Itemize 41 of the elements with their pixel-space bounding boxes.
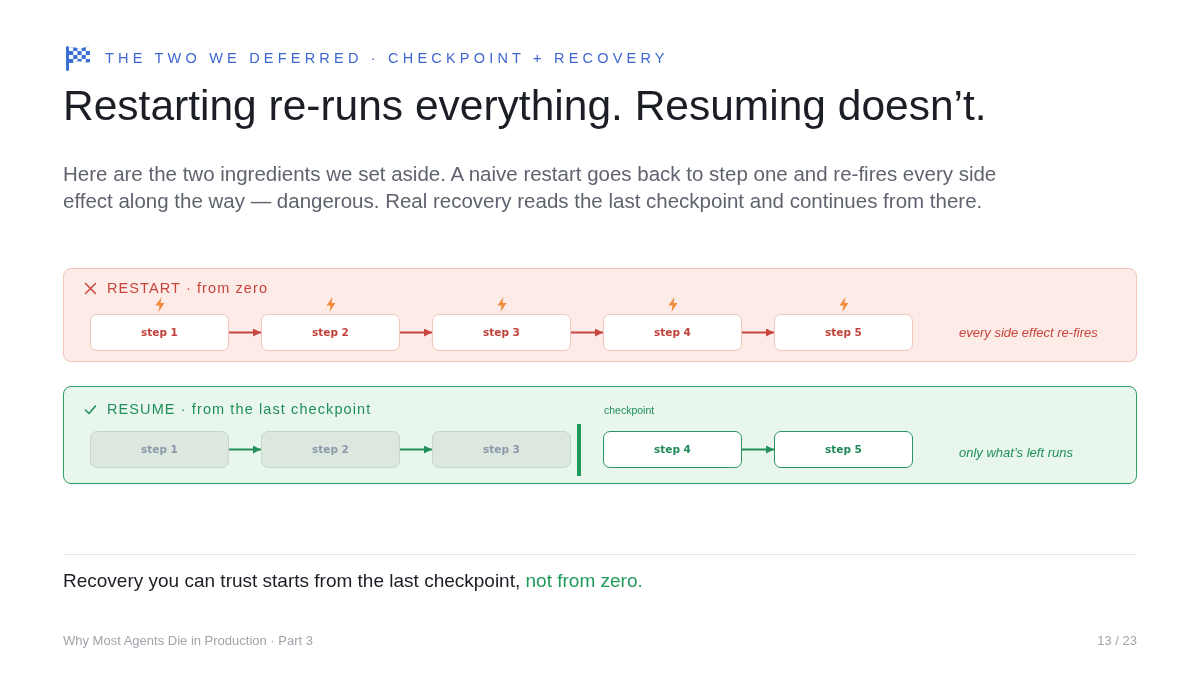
arrow [399,445,433,454]
step-label: step 2 [312,326,349,339]
resume-panel [63,386,1137,484]
step-box [261,314,400,351]
panel-note: only what’s left runs [959,445,1073,461]
step-box [432,431,571,468]
arrow [228,445,262,454]
panel-heading: RESUME · from the last checkpoint [107,400,372,418]
slide-title: Restarting re-runs everything. Resuming doesn’t. [63,81,987,131]
checkpoint-label: checkpoint [604,404,655,417]
section-eyebrow: THE TWO WE DEFERRED · CHECKPOINT + RECOVERY [105,49,669,67]
step-label: step 3 [483,326,520,339]
intro-paragraph: Here are the two ingredients we set aside. A naive restart goes back to step one and re-fires every side effect along the way — dangerous. Real recovery reads the last checkpoint and continues from there. [63,161,998,214]
restart-panel [63,268,1137,362]
arrow [399,328,433,337]
step-box [90,431,229,468]
step-label: step 5 [825,326,862,339]
step-box [603,314,742,351]
step-box [603,431,742,468]
step-box [774,314,913,351]
arrow [741,328,775,337]
step-label: step 4 [654,443,691,456]
step-label: step 4 [654,326,691,339]
takeaway-highlight: not from zero. [525,570,643,591]
step-label: step 1 [141,443,178,456]
step-box [90,314,229,351]
step-box [774,431,913,468]
page-number: 13 / 23 [1097,633,1137,649]
arrow [570,328,604,337]
arrow [741,445,775,454]
step-label: step 5 [825,443,862,456]
panel-note: every side effect re-fires [959,325,1098,341]
step-label: step 2 [312,443,349,456]
step-label: step 3 [483,443,520,456]
arrow [228,328,262,337]
step-box [261,431,400,468]
takeaway-text: Recovery you can trust starts from the last checkpoint, [63,570,521,591]
panel-heading: RESTART · from zero [107,279,269,297]
step-box [432,314,571,351]
step-label: step 1 [141,326,178,339]
footer-text: Why Most Agents Die in Production · Part 3 [63,633,313,649]
